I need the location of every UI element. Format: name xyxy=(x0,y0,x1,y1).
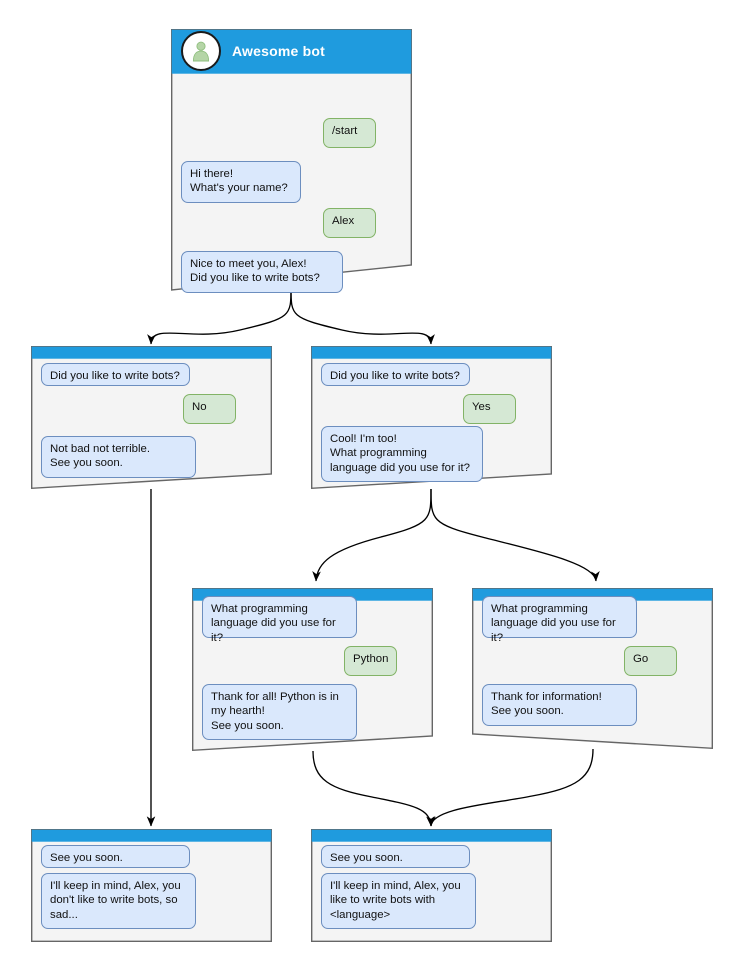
message-bubble: Python xyxy=(344,646,397,676)
message-bubble: What programming language did you use fo… xyxy=(482,596,637,644)
message-bubble: Thank for all! Python is in my hearth! S… xyxy=(202,684,357,740)
message-bubble: See you soon. xyxy=(41,845,190,868)
message-bubble: Did you like to write bots? xyxy=(41,363,190,386)
edge-go-to-end-yes xyxy=(427,748,594,827)
message-bubble: Go xyxy=(624,646,677,676)
chat-node-lang-python[interactable]: What programming language did you use fo… xyxy=(191,587,434,752)
panel-messages: See you soon. I'll keep in mind, Alex, y… xyxy=(311,841,552,942)
edge-start-to-yes xyxy=(290,287,435,345)
panel-messages: What programming language did you use fo… xyxy=(192,596,433,751)
chat-node-answer-no[interactable]: Did you like to write bots? No Not bad n… xyxy=(30,345,273,490)
edge-python-to-end-yes xyxy=(312,750,435,827)
chat-node-start[interactable]: Awesome bot /start Hi there! What's your… xyxy=(170,28,413,293)
message-bubble: Cool! I'm too! What programming language… xyxy=(321,426,483,482)
panel-messages: Did you like to write bots? Yes Cool! I'… xyxy=(311,358,552,489)
message-bubble: Not bad not terrible. See you soon. xyxy=(41,436,196,478)
chat-node-answer-yes[interactable]: Did you like to write bots? Yes Cool! I'… xyxy=(310,345,553,490)
message-bubble: I'll keep in mind, Alex, you don't like … xyxy=(41,873,196,929)
message-bubble: Nice to meet you, Alex! Did you like to … xyxy=(181,251,343,293)
message-bubble: What programming language did you use fo… xyxy=(202,596,357,644)
message-bubble: I'll keep in mind, Alex, you like to wri… xyxy=(321,873,476,929)
message-bubble: Did you like to write bots? xyxy=(321,363,470,386)
panel-messages: Did you like to write bots? No Not bad n… xyxy=(31,358,272,489)
edge-answer-yes-to-python xyxy=(312,488,432,582)
panel-messages: /start Hi there! What's your name? Alex … xyxy=(171,73,412,293)
chat-node-lang-go[interactable]: What programming language did you use fo… xyxy=(471,587,714,750)
message-bubble: Hi there! What's your name? xyxy=(181,161,301,203)
message-bubble: See you soon. xyxy=(321,845,470,868)
panel-messages: See you soon. I'll keep in mind, Alex, y… xyxy=(31,841,272,942)
message-bubble: No xyxy=(183,394,236,424)
chat-node-end-no[interactable]: See you soon. I'll keep in mind, Alex, y… xyxy=(30,828,273,943)
edge-answer-yes-to-go xyxy=(430,488,600,582)
message-bubble: Thank for information! See you soon. xyxy=(482,684,637,726)
panel-header: Awesome bot xyxy=(171,29,412,73)
message-bubble: /start xyxy=(323,118,376,148)
person-avatar-icon xyxy=(181,31,221,71)
edge-start-to-no xyxy=(147,287,292,345)
panel-messages: What programming language did you use fo… xyxy=(472,596,713,749)
bot-title: Awesome bot xyxy=(232,43,325,59)
chat-node-end-yes[interactable]: See you soon. I'll keep in mind, Alex, y… xyxy=(310,828,553,943)
message-bubble: Yes xyxy=(463,394,516,424)
message-bubble: Alex xyxy=(323,208,376,238)
